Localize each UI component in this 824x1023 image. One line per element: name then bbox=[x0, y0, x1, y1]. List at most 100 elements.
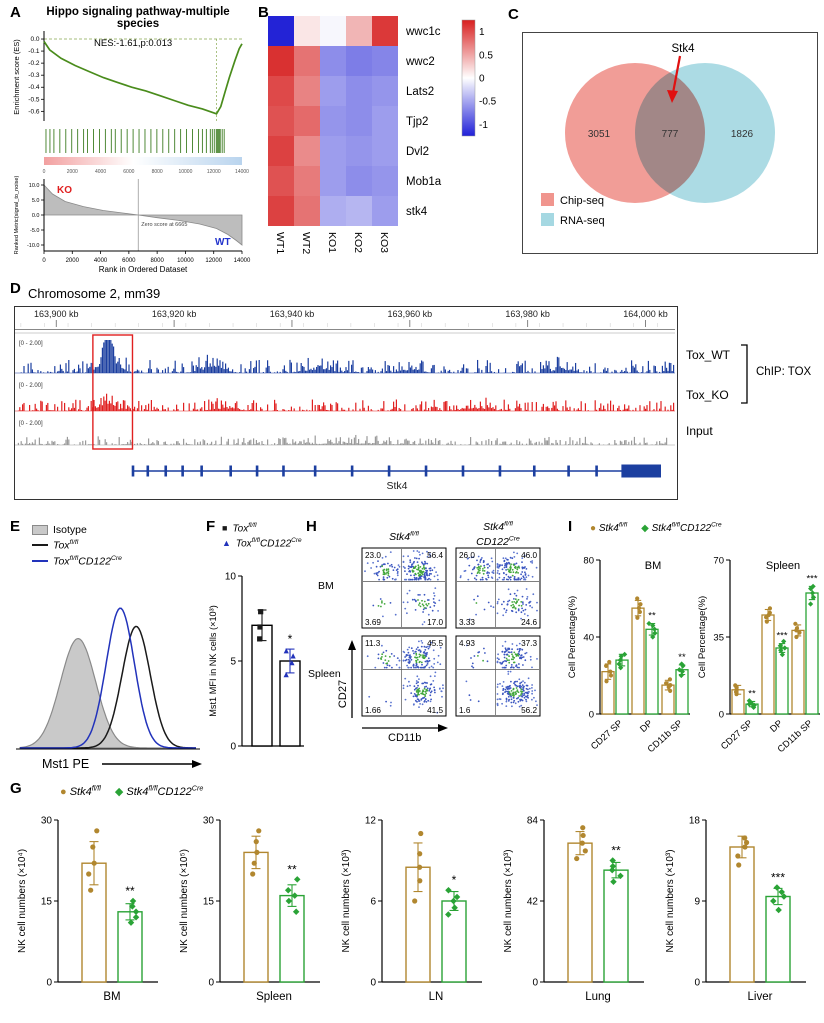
svg-text:3.33: 3.33 bbox=[459, 618, 475, 627]
svg-text:777: 777 bbox=[662, 129, 679, 140]
svg-text:4.93: 4.93 bbox=[459, 639, 475, 648]
stk4-fl-label: Stk4fl/fl bbox=[483, 520, 513, 533]
panel-a-gsea: A Hippo signaling pathway-multiple speci… bbox=[6, 2, 256, 278]
svg-text:8000: 8000 bbox=[150, 258, 164, 264]
svg-text:-0.1: -0.1 bbox=[28, 48, 40, 55]
svg-text:0: 0 bbox=[230, 741, 236, 752]
svg-text:NK cell numbers (×10³): NK cell numbers (×10³) bbox=[341, 849, 352, 952]
svg-text:KO3: KO3 bbox=[378, 232, 390, 253]
svg-text:CD27 SP: CD27 SP bbox=[589, 718, 624, 751]
svg-text:5.0: 5.0 bbox=[32, 198, 40, 204]
svg-text:**: ** bbox=[748, 688, 756, 699]
svg-text:Tjp2: Tjp2 bbox=[406, 116, 428, 128]
svg-text:***: *** bbox=[771, 871, 785, 885]
svg-text:15: 15 bbox=[203, 896, 215, 907]
svg-text:Mst1 MFI in NK cells (×10³): Mst1 MFI in NK cells (×10³) bbox=[208, 605, 218, 717]
svg-text:WT1: WT1 bbox=[274, 232, 286, 254]
svg-text:RNA-seq: RNA-seq bbox=[560, 215, 605, 227]
svg-text:Lung: Lung bbox=[585, 991, 611, 1003]
svg-text:6000: 6000 bbox=[122, 258, 136, 264]
svg-text:NES:-1.61,p:0.013: NES:-1.61,p:0.013 bbox=[94, 38, 172, 49]
svg-text:6: 6 bbox=[370, 896, 376, 907]
svg-text:6000: 6000 bbox=[123, 169, 134, 175]
svg-text:Spleen: Spleen bbox=[256, 991, 292, 1003]
svg-text:KO: KO bbox=[57, 185, 72, 196]
svg-text:4000: 4000 bbox=[95, 169, 106, 175]
svg-text:26.0: 26.0 bbox=[459, 551, 475, 560]
flow-col-header-stk4fl: Stk4fl/fl bbox=[360, 528, 448, 543]
svg-text:Cell Percentage(%): Cell Percentage(%) bbox=[697, 596, 708, 678]
svg-text:0.0: 0.0 bbox=[30, 36, 39, 43]
svg-text:0: 0 bbox=[589, 709, 594, 720]
bracket bbox=[741, 344, 748, 404]
svg-text:1826: 1826 bbox=[731, 129, 754, 140]
svg-text:10: 10 bbox=[225, 571, 237, 582]
svg-text:*: * bbox=[452, 873, 457, 887]
svg-text:-0.4: -0.4 bbox=[28, 84, 40, 91]
svg-text:12000: 12000 bbox=[205, 258, 222, 264]
histogram-plot: Mst1 PE bbox=[16, 607, 202, 771]
svg-text:35: 35 bbox=[713, 632, 724, 643]
svg-text:-5.0: -5.0 bbox=[30, 228, 39, 234]
panel-c-label: C bbox=[508, 6, 519, 23]
svg-text:KO2: KO2 bbox=[352, 232, 364, 253]
svg-text:0: 0 bbox=[370, 977, 376, 988]
svg-text:NK cell numbers (×10⁴): NK cell numbers (×10⁴) bbox=[17, 849, 28, 953]
tox-fl-label: Toxfl/fl bbox=[53, 539, 79, 552]
svg-text:**: ** bbox=[287, 862, 297, 876]
svg-text:-0.2: -0.2 bbox=[28, 60, 40, 67]
svg-text:wwc2: wwc2 bbox=[405, 56, 435, 68]
svg-text:Stk4: Stk4 bbox=[386, 480, 407, 492]
panel-h-flow: H Stk4fl/fl Stk4fl/fl CD122Cre BM Spleen… bbox=[306, 516, 566, 780]
svg-text:41.5: 41.5 bbox=[427, 706, 443, 715]
cd122cre-label: CD122Cre bbox=[476, 535, 520, 548]
svg-text:0: 0 bbox=[42, 258, 46, 264]
svg-text:***: *** bbox=[776, 631, 787, 642]
svg-text:Enrichment score (ES): Enrichment score (ES) bbox=[12, 39, 21, 115]
svg-text:56.2: 56.2 bbox=[521, 706, 537, 715]
svg-text:70: 70 bbox=[713, 555, 724, 566]
svg-text:163,900 kb: 163,900 kb bbox=[34, 309, 79, 319]
svg-text:14000: 14000 bbox=[234, 258, 251, 264]
stk4-fl-label: Stk4fl/fl bbox=[69, 784, 101, 798]
region-title: Chromosome 2, mm39 bbox=[28, 286, 161, 301]
svg-text:0: 0 bbox=[532, 977, 538, 988]
svg-text:0.5: 0.5 bbox=[479, 50, 493, 61]
svg-text:2000: 2000 bbox=[66, 258, 80, 264]
svg-text:CD27 SP: CD27 SP bbox=[719, 718, 754, 751]
panel-f-label: F bbox=[206, 518, 216, 535]
svg-text:15: 15 bbox=[41, 896, 53, 907]
isotype-swatch bbox=[32, 525, 48, 535]
svg-text:37.3: 37.3 bbox=[521, 639, 537, 648]
svg-text:*: * bbox=[288, 632, 293, 646]
svg-text:10.0: 10.0 bbox=[29, 183, 40, 189]
svg-text:2000: 2000 bbox=[67, 169, 78, 175]
legend-item-stk4-cre: ◆ Stk4fl/flCD122Cre bbox=[641, 522, 721, 534]
triangle-marker-icon: ▲ bbox=[222, 538, 231, 549]
svg-text:24.6: 24.6 bbox=[521, 618, 537, 627]
tox-fl-label: Toxfl/fl bbox=[232, 522, 257, 535]
square-marker-icon: ■ bbox=[222, 523, 228, 534]
svg-text:CD27: CD27 bbox=[338, 680, 349, 708]
svg-text:0: 0 bbox=[479, 74, 485, 85]
svg-text:30: 30 bbox=[203, 815, 215, 826]
nk-legend: ● Stk4fl/fl ◆ Stk4fl/flCD122Cre bbox=[60, 784, 203, 798]
tox-cre-label: Toxfl/flCD122Cre bbox=[53, 554, 122, 568]
svg-text:3051: 3051 bbox=[588, 129, 611, 140]
svg-text:164,000 kb: 164,000 kb bbox=[623, 309, 668, 319]
svg-text:BM: BM bbox=[103, 991, 120, 1003]
chip-tox-label: ChIP: TOX bbox=[756, 366, 812, 378]
legend-item-tox-fl: ■ Toxfl/fl bbox=[222, 522, 302, 534]
